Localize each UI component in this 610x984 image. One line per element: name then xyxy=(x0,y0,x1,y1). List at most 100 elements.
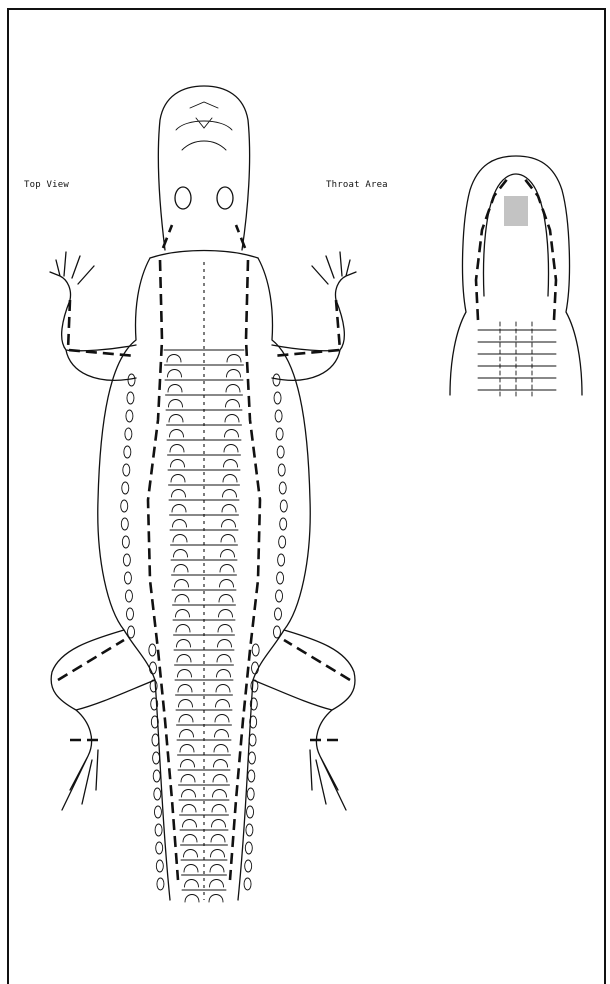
scale xyxy=(221,550,235,558)
side-scale xyxy=(126,410,133,422)
scale xyxy=(223,490,237,498)
scale xyxy=(211,835,225,843)
scale xyxy=(180,745,194,753)
scale xyxy=(170,430,184,438)
scale xyxy=(216,685,230,693)
side-scale xyxy=(121,500,128,512)
right-eye xyxy=(217,187,233,209)
scale xyxy=(223,475,237,483)
scale xyxy=(209,895,223,903)
cut-line-right-body xyxy=(230,260,260,880)
side-scale xyxy=(246,824,253,836)
scale xyxy=(173,520,187,528)
scale xyxy=(173,535,187,543)
scale xyxy=(174,565,188,573)
scale xyxy=(222,505,236,513)
scale xyxy=(179,715,193,723)
back-left-leg xyxy=(51,630,155,810)
scale xyxy=(217,670,231,678)
side-scale xyxy=(157,878,164,890)
scale xyxy=(227,370,241,378)
side-scale xyxy=(156,842,163,854)
throat-scale-rows xyxy=(478,322,556,396)
side-scale xyxy=(252,644,259,656)
scale xyxy=(215,730,229,738)
scale xyxy=(171,475,185,483)
scale xyxy=(182,805,196,813)
cut-line-left-body xyxy=(148,260,178,880)
scale xyxy=(213,775,227,783)
scale xyxy=(225,415,239,423)
scale xyxy=(210,865,224,873)
side-scale xyxy=(121,518,128,530)
side-scale xyxy=(125,590,132,602)
side-scale xyxy=(154,788,161,800)
side-scale xyxy=(247,806,254,818)
side-scale xyxy=(275,410,282,422)
scale xyxy=(175,595,189,603)
side-scale xyxy=(280,518,287,530)
scale xyxy=(178,670,192,678)
head-cut-lines xyxy=(163,225,245,248)
scale xyxy=(220,580,234,588)
side-scale xyxy=(279,536,286,548)
scale xyxy=(177,655,191,663)
side-scale xyxy=(127,392,134,404)
scale xyxy=(225,430,239,438)
scale xyxy=(219,610,233,618)
scale xyxy=(180,730,194,738)
side-scale xyxy=(245,860,252,872)
side-scale xyxy=(277,572,284,584)
side-scale xyxy=(279,482,286,494)
throat-inner-outline xyxy=(484,174,549,296)
side-scale xyxy=(247,788,254,800)
scale xyxy=(185,880,199,888)
left-eye xyxy=(175,187,191,209)
scale xyxy=(168,385,182,393)
scale xyxy=(176,610,190,618)
scale xyxy=(222,520,236,528)
scale xyxy=(227,355,241,363)
scale xyxy=(226,385,240,393)
side-scale xyxy=(122,536,129,548)
scale xyxy=(168,370,182,378)
front-right-leg xyxy=(272,252,356,380)
side-scale xyxy=(125,428,132,440)
side-scale xyxy=(152,734,159,746)
scale xyxy=(184,865,198,873)
scale xyxy=(177,640,191,648)
side-scale xyxy=(149,662,156,674)
side-scale xyxy=(248,752,255,764)
side-scale xyxy=(274,392,281,404)
side-scale xyxy=(276,428,283,440)
side-scale xyxy=(153,752,160,764)
scale xyxy=(169,415,183,423)
throat-grid xyxy=(504,196,528,226)
side-scale xyxy=(244,878,251,890)
scale xyxy=(224,445,238,453)
scale xyxy=(182,790,196,798)
scale xyxy=(169,400,183,408)
scale xyxy=(224,460,238,468)
front-left-leg xyxy=(50,252,136,380)
scale xyxy=(181,775,195,783)
side-scale xyxy=(123,554,130,566)
scale xyxy=(210,880,224,888)
side-scale xyxy=(122,482,129,494)
scale xyxy=(183,835,197,843)
scale xyxy=(179,700,193,708)
side-scale xyxy=(280,500,287,512)
scale xyxy=(212,820,226,828)
scale xyxy=(183,820,197,828)
side-scale xyxy=(277,446,284,458)
scale xyxy=(167,355,181,363)
side-scale xyxy=(124,446,131,458)
side-scale xyxy=(276,590,283,602)
scale xyxy=(213,790,227,798)
side-scale xyxy=(153,770,160,782)
side-scale xyxy=(245,842,252,854)
scale xyxy=(175,580,189,588)
scale xyxy=(184,850,198,858)
side-scale xyxy=(123,464,130,476)
